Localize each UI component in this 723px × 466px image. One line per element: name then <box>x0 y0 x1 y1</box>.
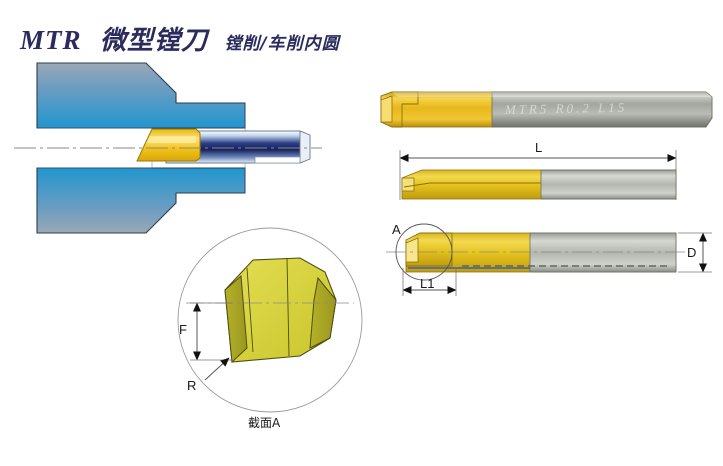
title-chinese: 微型镗刀 <box>99 26 208 56</box>
section-caption: 截面A <box>248 416 281 430</box>
dimension-label-R: R <box>187 378 197 393</box>
title-product-code: MTR <box>20 25 82 55</box>
figure-side-view-bottom <box>386 223 712 296</box>
leader-line-R <box>204 357 230 381</box>
figure-tool-3d: MTR5 R0.2 L15 <box>380 91 713 128</box>
dimension-label-D: D <box>687 245 697 260</box>
dimension-label-L: L <box>535 140 543 155</box>
tool3d-steel-body <box>491 91 713 128</box>
page-title: MTR 微型镗刀 镗削/车削内圆 <box>20 20 340 57</box>
detailview-tip-face <box>405 237 419 263</box>
dimension-label-L1: L1 <box>420 276 435 291</box>
section-insert-right-facet <box>309 276 337 349</box>
tool3d-engraving: MTR5 R0.2 L15 <box>504 100 628 117</box>
boring-bar-end <box>299 130 311 164</box>
title-subtitle: 镗削/车削内圆 <box>224 34 340 54</box>
workpiece-upper <box>36 62 246 129</box>
sideview-rake-line <box>403 182 541 188</box>
section-circle <box>177 227 363 413</box>
dimension-label-F: F <box>179 322 187 337</box>
section-facet-line-1 <box>246 267 254 353</box>
sideview-cutting-tip <box>401 177 415 192</box>
detail-circle-A <box>395 223 453 281</box>
tool3d-tip-face <box>380 95 393 123</box>
figure-section-a <box>177 227 363 413</box>
figure-application-cross-section <box>14 62 322 234</box>
carbide-tip <box>136 128 201 162</box>
section-insert-left-facet <box>224 274 248 364</box>
carbide-tip-highlight <box>147 136 196 143</box>
section-facet-line-2 <box>286 257 290 357</box>
workpiece-lower <box>36 167 246 234</box>
figure-side-view-top <box>399 150 677 200</box>
tool3d-top-facet <box>392 92 712 97</box>
dimension-label-A: A <box>392 222 401 237</box>
sideview-steel-body <box>540 169 677 200</box>
boring-bar-relief <box>254 156 301 164</box>
